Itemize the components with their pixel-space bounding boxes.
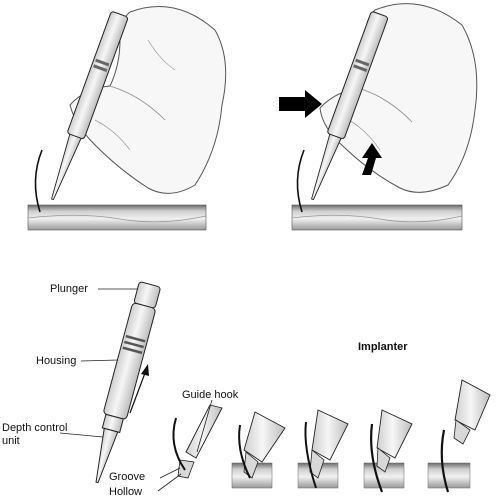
housing-label: Housing [36, 355, 77, 367]
motion-arrow-icon [129, 372, 146, 414]
implanter-label: Implanter [358, 341, 408, 353]
skin-section [27, 204, 207, 231]
guide-hook-label: Guide hook [182, 389, 239, 401]
hair-strand [34, 149, 43, 213]
top-left-panel [27, 5, 227, 231]
skin-section [291, 204, 463, 231]
labeled-implanter [59, 281, 161, 484]
sequence-step-2 [231, 411, 286, 489]
depth-control-label-line2: unit [2, 435, 20, 447]
sequence-step-5 [427, 379, 491, 493]
sequence-step-4 [363, 409, 413, 493]
hollow-label: Hollow [109, 486, 143, 498]
hair-strand [296, 149, 305, 213]
push-arrow-icon [279, 90, 322, 118]
hand [69, 5, 227, 194]
housing-body [103, 302, 156, 420]
implanter-sequence [157, 379, 491, 493]
sequence-step-1 [157, 399, 223, 492]
groove-label: Groove [109, 471, 146, 483]
sequence-step-3 [297, 409, 349, 489]
upward-arrow-icon [362, 143, 382, 175]
top-right-panel [279, 3, 478, 231]
depth-control-label-line1: Depth control [2, 422, 68, 434]
plunger-label: Plunger [50, 283, 88, 295]
